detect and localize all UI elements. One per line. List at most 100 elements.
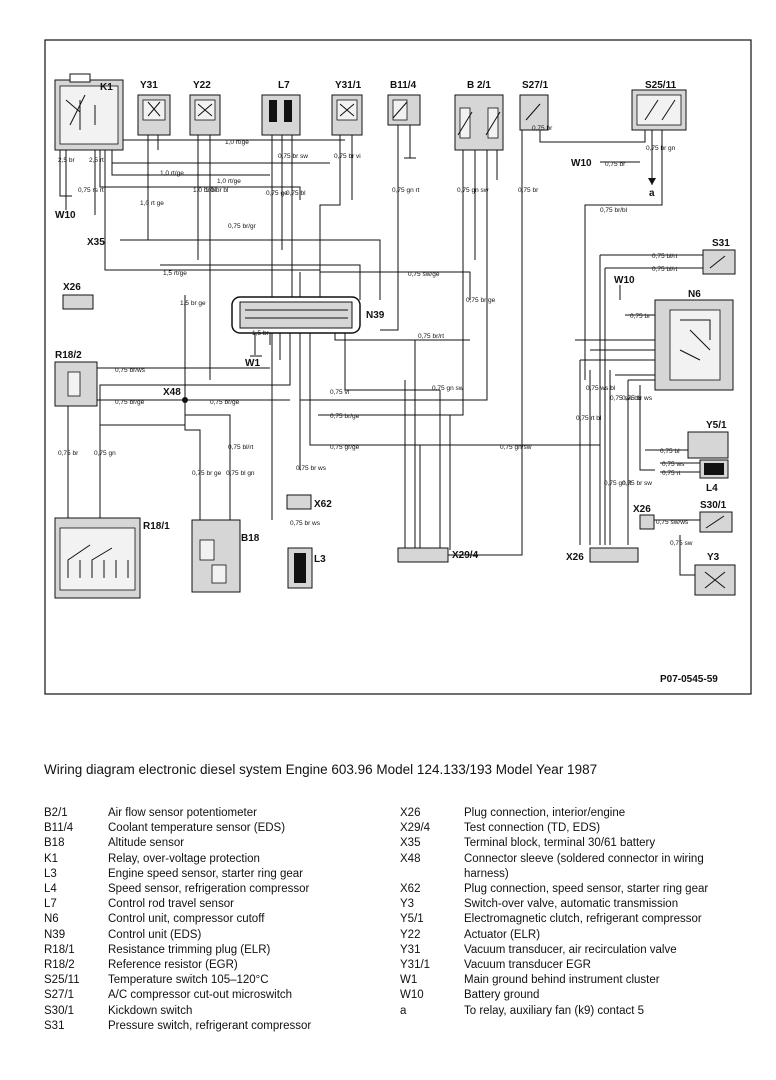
legend-description: Switch-over valve, automatic transmissio… xyxy=(464,898,679,911)
wire-label: 0,75 br vi xyxy=(334,153,361,160)
wire-label: 0,75 br xyxy=(630,313,651,320)
legend-description: Vacuum transducer EGR xyxy=(464,959,591,972)
label-k1: K1 xyxy=(100,82,113,93)
legend-code: K1 xyxy=(44,852,59,865)
legend-code: X26 xyxy=(400,807,421,819)
wire-label: 0,75 rt xyxy=(662,470,681,477)
control-unit-n6: N6 xyxy=(654,289,734,391)
label-s30-1: S30/1 xyxy=(700,500,727,511)
diagram-frame xyxy=(44,39,752,695)
legend-description: Battery ground xyxy=(464,989,540,1002)
legend-description: To relay, auxiliary fan (k9) contact 5 xyxy=(464,1004,645,1017)
wire-label: 0,75 sw xyxy=(670,540,693,547)
legend-row: L3 Engine speed sensor, starter ring gear xyxy=(44,867,374,882)
wire-label: 0,75 sw/ws xyxy=(656,519,689,526)
legend-description: Engine speed sensor, starter ring gear xyxy=(108,867,303,880)
pressure-switch-s31: S31 xyxy=(702,238,736,275)
vacuum-transducer-egr-y31-1: Y31/1 xyxy=(331,80,363,136)
wire-label: 2,5 rt xyxy=(89,157,104,164)
plug-x26-bottom: X26 xyxy=(566,547,639,563)
wire-label: 0,75 br xyxy=(518,187,539,194)
legend-description: A/C compressor cut-out microswitch xyxy=(108,989,293,1002)
legend-code: S27/1 xyxy=(44,989,75,1002)
legend-code: L4 xyxy=(44,883,57,896)
wire-label: 1,5 br ge xyxy=(180,300,206,307)
wire-label: 0,75 bl xyxy=(660,448,680,455)
wire-label: 0,75 rt bl xyxy=(576,415,602,422)
reference-resistor-r18-2: R18/2 xyxy=(54,350,98,407)
label-y3: Y3 xyxy=(707,552,720,563)
wire-label: 2,5 br xyxy=(58,157,75,164)
label-y22: Y22 xyxy=(193,80,211,91)
label-s27-1: S27/1 xyxy=(522,80,549,91)
label-s25-11: S25/11 xyxy=(645,80,677,91)
legend-code: Y31/1 xyxy=(400,959,431,972)
clutch-y5-1: Y5/1 xyxy=(687,420,729,459)
wire-label: 0,75 br xyxy=(532,125,553,132)
legend-description: Test connection (TD, EDS) xyxy=(464,822,601,835)
label-x48: X48 xyxy=(163,387,181,398)
legend-code: L3 xyxy=(44,867,57,880)
label-x26-right: X26 xyxy=(633,504,651,515)
switchover-valve-y3: Y3 xyxy=(694,552,736,596)
plug-x26-left: X26 xyxy=(62,282,94,310)
wire-label: 0,75 gr/ge xyxy=(330,444,360,451)
legend-code: W1 xyxy=(400,974,418,987)
speed-sensor-l4: L4 xyxy=(699,459,729,494)
label-w1: W1 xyxy=(245,358,260,369)
legend-description: Control unit, compressor cutoff xyxy=(108,913,265,926)
label-w10-left: W10 xyxy=(55,210,76,221)
label-b18: B18 xyxy=(241,533,260,544)
label-n6: N6 xyxy=(688,289,701,300)
legend-description: Actuator (ELR) xyxy=(464,928,541,941)
wire-label: 0,75 br/gr xyxy=(228,223,257,230)
test-connection-x29-4: X29/4 xyxy=(397,547,479,563)
legend-row: N39 Control unit (EDS) xyxy=(44,928,374,943)
legend-description: Temperature switch 105–120°C xyxy=(108,974,269,987)
legend-description: Altitude sensor xyxy=(108,837,185,850)
wire-label: 0,75 bl/rt xyxy=(652,266,677,273)
wire-label: 0,75 br sw xyxy=(622,480,652,487)
wire-label: 0,75 br/ge xyxy=(210,399,240,406)
legend-code: X62 xyxy=(400,883,421,896)
engine-speed-sensor-l3: L3 xyxy=(287,547,326,589)
legend-code: Y31 xyxy=(400,943,421,956)
plug-x26-right: X26 xyxy=(633,504,655,530)
wire-label: 1,0 br bl xyxy=(205,187,229,194)
microswitch-s27-1: S27/1 xyxy=(519,80,549,131)
legend-row: Y31/1 Vacuum transducer EGR xyxy=(400,958,740,973)
wire-label: 0,75 br ws xyxy=(290,520,321,527)
legend-description: Control unit (EDS) xyxy=(108,928,202,941)
control-unit-n39: N39 W1 xyxy=(231,296,385,369)
legend-description: Plug connection, speed sensor, starter r… xyxy=(464,883,709,896)
legend-description: Control rod travel sensor xyxy=(108,898,234,911)
wire-label: 0,75 br xyxy=(605,161,626,168)
wiring-diagram: K1 Y31 Y22 L7 Y31/1 B11/4 xyxy=(44,39,752,695)
legend-code: S31 xyxy=(44,1019,65,1032)
kickdown-switch-s30-1: S30/1 xyxy=(699,500,733,533)
wire-label: 0,75 bl/rt xyxy=(228,444,253,451)
vacuum-transducer-y31: Y31 xyxy=(137,80,171,136)
legend-code: S25/11 xyxy=(44,974,80,987)
label-r18-1: R18/1 xyxy=(143,521,170,532)
legend-description: Coolant temperature sensor (EDS) xyxy=(108,822,286,835)
wire-label: 0,75 br/ge xyxy=(115,399,145,406)
wire-label: 0,75 ge xyxy=(266,190,288,197)
legend-code: N39 xyxy=(44,928,66,941)
legend-code: N6 xyxy=(44,913,59,926)
wire-label: 1,0 rt/ge xyxy=(160,170,184,177)
label-l7: L7 xyxy=(278,80,290,91)
label-r18-2: R18/2 xyxy=(55,350,82,361)
wire-label: 0,75 br/ge xyxy=(330,413,360,420)
legend-code: Y22 xyxy=(400,928,421,941)
wire-label: 0,75 br/bl xyxy=(600,207,628,214)
